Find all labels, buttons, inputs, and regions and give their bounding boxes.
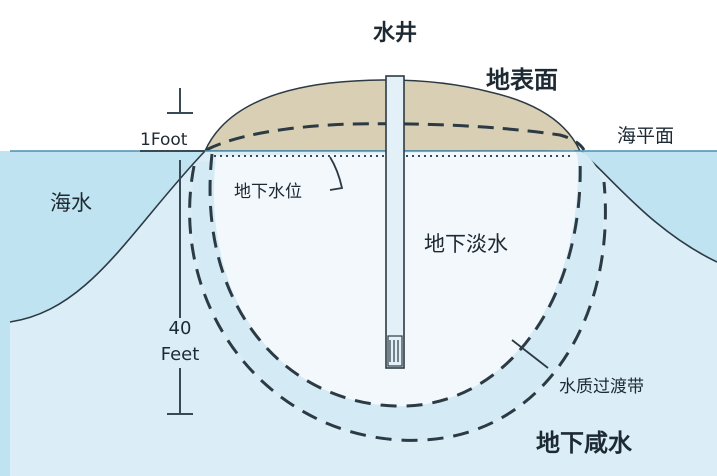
transition-zone-label: 水质过渡带 <box>559 377 644 397</box>
feet-label: Feet <box>161 344 200 365</box>
water-table-label: 地下水位 <box>234 182 302 202</box>
water-table-pointer <box>329 156 344 191</box>
land-surface-label: 地表面 <box>486 66 558 94</box>
forty-label: 40 <box>169 318 192 339</box>
well-screen-icon <box>387 335 403 367</box>
transition-boundary <box>188 165 607 442</box>
sea-level-label: 海平面 <box>617 125 674 147</box>
seawater-label: 海水 <box>50 191 92 215</box>
freshwater-boundary <box>208 153 582 408</box>
transition-pointer <box>511 339 549 369</box>
well-label: 水井 <box>373 21 417 46</box>
well-casing <box>385 75 405 369</box>
saline-groundwater-label: 地下咸水 <box>536 429 633 457</box>
one-foot-label: 1Foot <box>140 130 188 150</box>
fresh-groundwater-label: 地下淡水 <box>424 232 508 256</box>
freshwater-lens-top <box>205 122 586 152</box>
